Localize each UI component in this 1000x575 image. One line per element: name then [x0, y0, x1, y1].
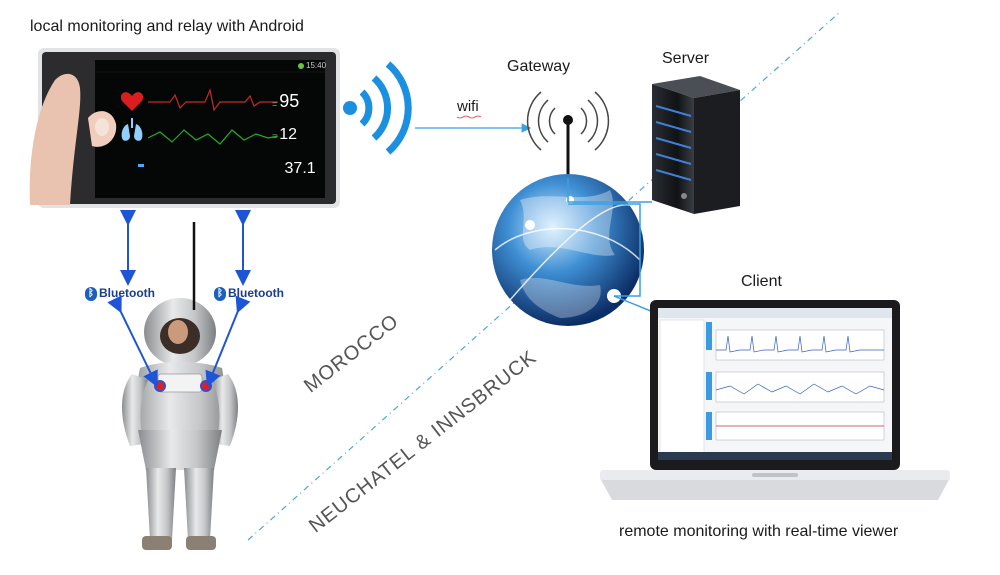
wifi-signal-icon — [343, 61, 412, 155]
lungs-icon — [121, 118, 143, 141]
android-caption: local monitoring and relay with Android — [30, 18, 304, 35]
remote-caption: remote monitoring with real-time viewer — [619, 523, 899, 540]
astronaut-figure — [122, 298, 238, 550]
server-label: Server — [662, 50, 710, 67]
globe-icon — [492, 174, 644, 326]
laptop-icon — [600, 300, 950, 500]
sensor-dot-right — [200, 380, 212, 392]
client-label: Client — [741, 273, 782, 290]
gateway-label: Gateway — [507, 58, 571, 75]
wifi-label: wifi — [457, 98, 479, 115]
android-tablet — [38, 48, 340, 208]
heart-rate-readout: =95 — [272, 91, 300, 111]
region-boundary-line — [247, 11, 841, 541]
bluetooth-icon: ᛒ — [85, 286, 97, 301]
server-client-link — [568, 203, 641, 297]
hand — [29, 73, 81, 205]
gateway-server-link — [567, 178, 652, 203]
status-clock: 15:40 — [306, 61, 327, 70]
server-icon — [652, 76, 740, 214]
temperature-readout: 37.1 — [284, 160, 316, 177]
resp-rate-readout: =12 — [272, 126, 298, 143]
heart-icon — [120, 92, 144, 111]
bluetooth-arrow-right-diagonal — [205, 295, 251, 388]
sensor-dot-left — [154, 380, 166, 392]
bluetooth-arrow-left-diagonal — [107, 295, 158, 388]
